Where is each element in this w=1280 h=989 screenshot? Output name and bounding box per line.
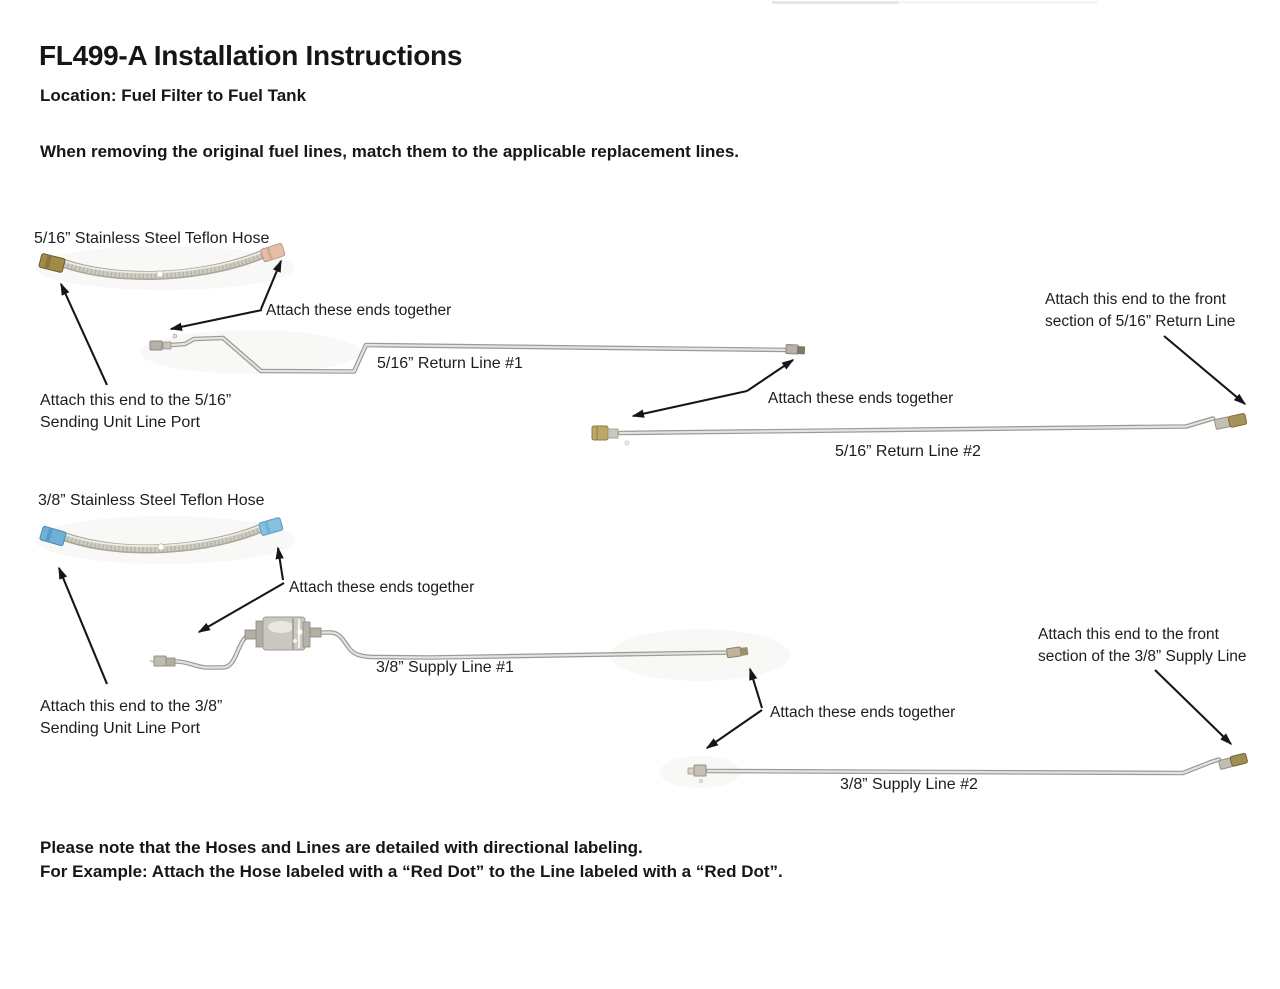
- return-line-1-left-fitting: [149, 333, 178, 351]
- attach-ends-label-38-hose: Attach these ends together: [289, 579, 475, 596]
- front-section-label-38-line1: Attach this end to the front: [1038, 626, 1219, 643]
- return-line-1-right-fitting: [785, 344, 806, 355]
- supply-line-1-right-fitting: [726, 646, 749, 659]
- arrow-attach-lines-38-down: [705, 709, 763, 749]
- photo-halo: [35, 516, 295, 564]
- return-line-1-label: 5/16” Return Line #1: [377, 355, 523, 372]
- sending-unit-label-38-line2: Sending Unit Line Port: [40, 720, 201, 737]
- supply-line-2-right-fitting: [1218, 752, 1248, 770]
- page-title: FL499-A Installation Instructions: [39, 40, 463, 71]
- return-line-2-left-fitting-brass: [591, 425, 630, 446]
- hose-joint-marker: [156, 270, 164, 278]
- return-line-2-right-fitting: [1214, 413, 1248, 430]
- supply-line-2-label: 3/8” Supply Line #2: [840, 776, 978, 793]
- return-line-2-label: 5/16” Return Line #2: [835, 443, 981, 460]
- supply-line-1-left-fitting: [149, 655, 176, 667]
- sending-unit-label-38: Attach this end to the 3/8” Sending Unit…: [40, 696, 222, 740]
- fuel-filter-graphic: [244, 616, 322, 651]
- sending-unit-label-516-line1: Attach this end to the 5/16”: [40, 392, 232, 409]
- attach-ends-label-516-lines: Attach these ends together: [768, 390, 954, 407]
- supply-line-1-graphic: [149, 616, 749, 670]
- arrow-front-section-516: [1163, 335, 1247, 405]
- front-section-label-38: Attach this end to the front section of …: [1038, 624, 1247, 668]
- arrow-front-section-38: [1154, 669, 1233, 746]
- return-line-1-graphic: [149, 333, 806, 374]
- arrow-attach-lines-38-up: [748, 667, 764, 709]
- supply-line-1-label: 3/8” Supply Line #1: [376, 659, 514, 676]
- arrow-attach-hose-38-up: [275, 546, 285, 581]
- arrow-attach-hose-516-up: [260, 259, 282, 310]
- sending-unit-label-516: Attach this end to the 5/16” Sending Uni…: [40, 390, 231, 434]
- arrow-sending-unit-516: [60, 282, 108, 386]
- front-section-label-516: Attach this end to the front section of …: [1045, 289, 1235, 333]
- front-section-label-516-line1: Attach this end to the front: [1045, 291, 1226, 308]
- supply-line-2-left-fitting: [687, 764, 707, 783]
- callout-arrows: [58, 259, 1247, 749]
- intro-instruction: When removing the original fuel lines, m…: [40, 142, 740, 161]
- attach-ends-label-38-lines: Attach these ends together: [770, 704, 956, 721]
- hose-516-left-fitting-brass: [38, 253, 66, 273]
- arrow-attach-hose-516-down: [169, 308, 263, 331]
- scan-artifact-line-fade: [898, 1, 1098, 4]
- arrow-sending-unit-38: [58, 566, 108, 685]
- hose-38-left-fitting-blue: [39, 525, 67, 547]
- attach-ends-label-516-hose: Attach these ends together: [266, 302, 452, 319]
- hose-38-right-fitting-blue: [258, 517, 284, 536]
- sending-unit-label-38-line1: Attach this end to the 3/8”: [40, 698, 223, 715]
- note-line2: For Example: Attach the Hose labeled wit…: [40, 862, 783, 881]
- supply-line-2-graphic: [687, 752, 1248, 783]
- arrow-attach-hose-38-down: [197, 582, 285, 633]
- hose-38-graphic: [39, 517, 284, 554]
- location-subtitle: Location: Fuel Filter to Fuel Tank: [40, 86, 307, 105]
- scan-artifact-line: [772, 1, 898, 4]
- directional-labeling-note: Please note that the Hoses and Lines are…: [40, 836, 783, 884]
- hose-516-right-fitting-red-dot: [260, 242, 286, 263]
- hose-38-label: 3/8” Stainless Steel Teflon Hose: [38, 492, 265, 509]
- arrow-attach-lines-516-up: [746, 359, 795, 392]
- hose-516-label: 5/16” Stainless Steel Teflon Hose: [34, 230, 270, 247]
- front-section-label-516-line2: section of 5/16” Return Line: [1045, 313, 1236, 330]
- return-line-2-graphic: [591, 413, 1248, 446]
- hose-joint-marker: [157, 543, 165, 551]
- front-section-label-38-line2: section of the 3/8” Supply Line: [1038, 648, 1247, 665]
- note-line1: Please note that the Hoses and Lines are…: [40, 838, 643, 857]
- arrow-attach-lines-516-down: [631, 389, 748, 418]
- photo-halo: [35, 246, 295, 290]
- sending-unit-label-516-line2: Sending Unit Line Port: [40, 414, 201, 431]
- hose-516-graphic: [38, 242, 286, 280]
